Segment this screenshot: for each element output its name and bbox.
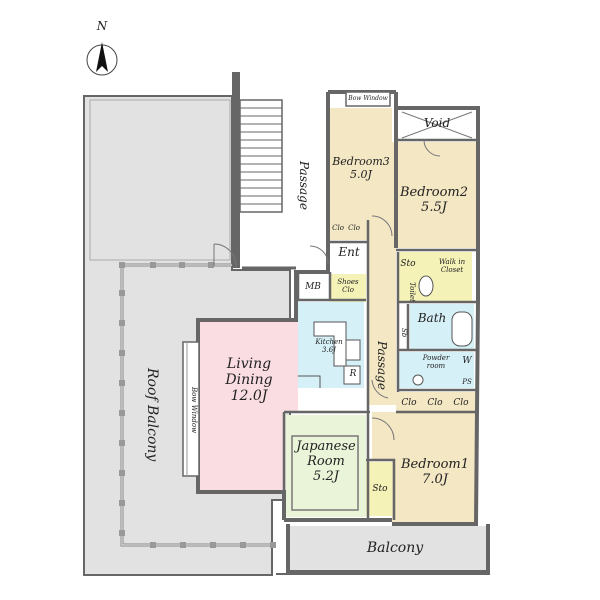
living-name2: Dining — [225, 372, 273, 389]
ps-label: PS — [462, 378, 472, 386]
walkin-l2: Closet — [440, 266, 464, 275]
bedroom3-bow-window — [345, 91, 391, 107]
japanese-size: 5.2J — [313, 468, 339, 484]
clo-b1-1: Clo — [401, 398, 417, 408]
door-swings — [213, 139, 441, 441]
bedroom3-size: 5.0J — [350, 167, 372, 181]
sto-jp-label: Sto — [372, 484, 388, 494]
japanese-name2: Room — [307, 453, 345, 469]
bedroom2-label: Bedroom2 5.5J — [392, 185, 476, 216]
bedroom1-size: 7.0J — [422, 471, 448, 487]
bedroom3-label: Bedroom3 5.0J — [326, 155, 396, 181]
kitchen-counter — [298, 321, 361, 388]
toilet-fixture — [418, 275, 434, 297]
passage-mid-label: Passage — [375, 340, 389, 390]
powder-l1: Powder — [422, 354, 450, 362]
kitchen-size: 3.6J — [322, 346, 336, 355]
bath-label: Bath — [417, 311, 447, 325]
r-label: R — [349, 369, 357, 379]
bedroom1-name: Bedroom1 — [400, 457, 470, 472]
north-label: N — [96, 19, 108, 33]
tatami-mat — [291, 435, 359, 511]
living-bow-window — [182, 341, 200, 477]
kitchen-name: Kitchen — [315, 338, 343, 346]
washbasin — [412, 374, 424, 386]
stairs — [232, 72, 283, 268]
shoes-l1: Shoes — [337, 278, 359, 286]
room-fills — [200, 108, 488, 570]
void-mark — [401, 111, 473, 139]
bedroom3-name: Bedroom3 — [332, 155, 390, 168]
clo-b3-1: Clo — [332, 224, 344, 232]
bedroom2-name: Bedroom2 — [399, 185, 469, 200]
mb-label: MB — [305, 282, 321, 292]
clo-b1-2: Clo — [427, 398, 443, 408]
bedroom2-size: 5.5J — [421, 199, 447, 215]
bedroom3-window-label: Bow Window — [348, 95, 388, 102]
japanese-name1: Japanese — [296, 439, 356, 454]
passage-top-label: Passage — [297, 160, 311, 210]
clo-b1-3: Clo — [453, 398, 469, 408]
walls — [196, 90, 490, 574]
ent-label: Ent — [338, 245, 360, 259]
sb-label: Sb — [400, 328, 408, 338]
toilet-label: Toilet — [408, 282, 416, 302]
living-window-label: Bow Window — [190, 386, 198, 434]
shoes-label: Shoes Clo — [330, 278, 366, 294]
powder-label: Powder room — [416, 354, 456, 370]
bathtub — [451, 311, 473, 347]
walkin-label: Walk in Closet — [432, 258, 472, 274]
void-label: Void — [423, 116, 451, 130]
bedroom1-label: Bedroom1 7.0J — [396, 457, 474, 488]
living-name1: Living — [226, 356, 272, 372]
sto-small-label: Sto — [400, 259, 416, 269]
powder-l2: room — [426, 362, 446, 371]
living-label: Living Dining 12.0J — [214, 356, 284, 404]
balcony-label: Balcony — [366, 540, 424, 556]
roof-balcony-label: Roof Balcony — [144, 368, 160, 462]
kitchen-label: Kitchen 3.6J — [312, 338, 346, 354]
shoes-l2: Clo — [342, 286, 354, 295]
living-size: 12.0J — [230, 388, 268, 405]
w-label: W — [462, 356, 472, 366]
clo-b3-2: Clo — [348, 224, 360, 232]
japanese-label: Japanese Room 5.2J — [290, 439, 362, 485]
north-arrow-icon — [86, 42, 118, 76]
walkin-l1: Walk in — [438, 258, 466, 266]
